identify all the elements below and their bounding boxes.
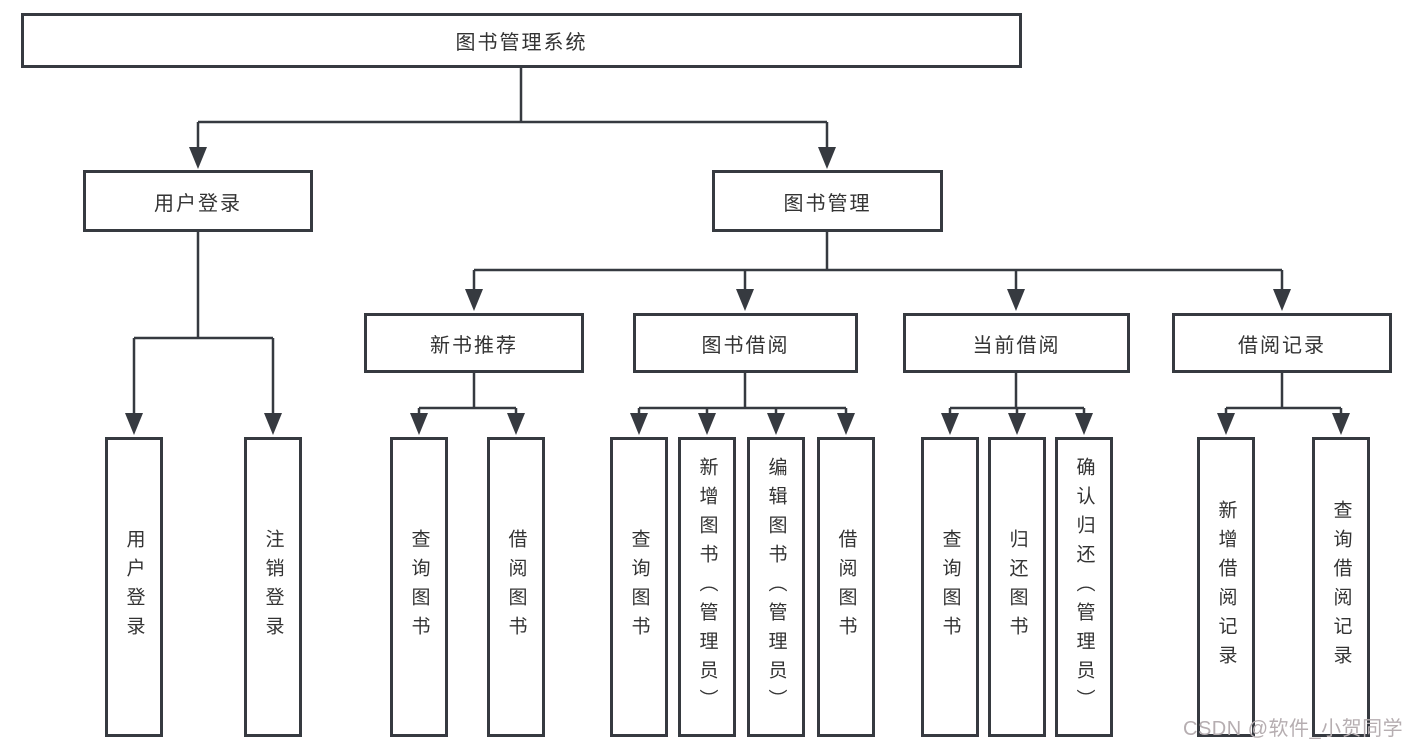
leaf-records-query-record: 查询借阅记录 bbox=[1312, 437, 1370, 737]
leaf-label: 用户登录 bbox=[123, 529, 145, 645]
node-borrow-records: 借阅记录 bbox=[1172, 313, 1392, 373]
node-book-borrow: 图书借阅 bbox=[633, 313, 858, 373]
node-book-management: 图书管理 bbox=[712, 170, 943, 232]
tree-edges bbox=[132, 68, 1343, 413]
node-user-login: 用户登录 bbox=[83, 170, 313, 232]
leaf-label: 查询图书 bbox=[939, 529, 961, 645]
leaf-recommend-borrow-books: 借阅图书 bbox=[487, 437, 545, 737]
arrowhead-icons bbox=[125, 147, 1350, 435]
leaf-label: 归还图书 bbox=[1006, 529, 1028, 645]
leaf-borrow-query-books: 查询图书 bbox=[610, 437, 668, 737]
leaf-borrow-add-books: 新增图书（管理员） bbox=[678, 437, 736, 737]
csdn-watermark: CSDN @软件_小贺同学 bbox=[1183, 718, 1404, 740]
leaf-label: 查询图书 bbox=[408, 529, 430, 645]
leaf-current-return-books: 归还图书 bbox=[988, 437, 1046, 737]
node-new-book-recommend: 新书推荐 bbox=[364, 313, 584, 373]
leaf-current-query-books: 查询图书 bbox=[921, 437, 979, 737]
leaf-user-login: 用户登录 bbox=[105, 437, 163, 737]
leaf-label: 确认归还（管理员） bbox=[1073, 456, 1095, 718]
leaf-records-add-record: 新增借阅记录 bbox=[1197, 437, 1255, 737]
leaf-label: 注销登录 bbox=[262, 529, 284, 645]
leaf-logout: 注销登录 bbox=[244, 437, 302, 737]
leaf-label: 借阅图书 bbox=[835, 529, 857, 645]
leaf-label: 新增图书（管理员） bbox=[696, 456, 718, 718]
node-current-borrow: 当前借阅 bbox=[903, 313, 1130, 373]
leaf-recommend-query-books: 查询图书 bbox=[390, 437, 448, 737]
leaf-borrow-borrow-books: 借阅图书 bbox=[817, 437, 875, 737]
leaf-label: 编辑图书（管理员） bbox=[765, 456, 787, 718]
node-root: 图书管理系统 bbox=[21, 13, 1022, 68]
leaf-borrow-edit-books: 编辑图书（管理员） bbox=[747, 437, 805, 737]
leaf-current-confirm-return: 确认归还（管理员） bbox=[1055, 437, 1113, 737]
leaf-label: 新增借阅记录 bbox=[1215, 500, 1237, 674]
leaf-label: 借阅图书 bbox=[505, 529, 527, 645]
leaf-label: 查询借阅记录 bbox=[1330, 500, 1352, 674]
leaf-label: 查询图书 bbox=[628, 529, 650, 645]
